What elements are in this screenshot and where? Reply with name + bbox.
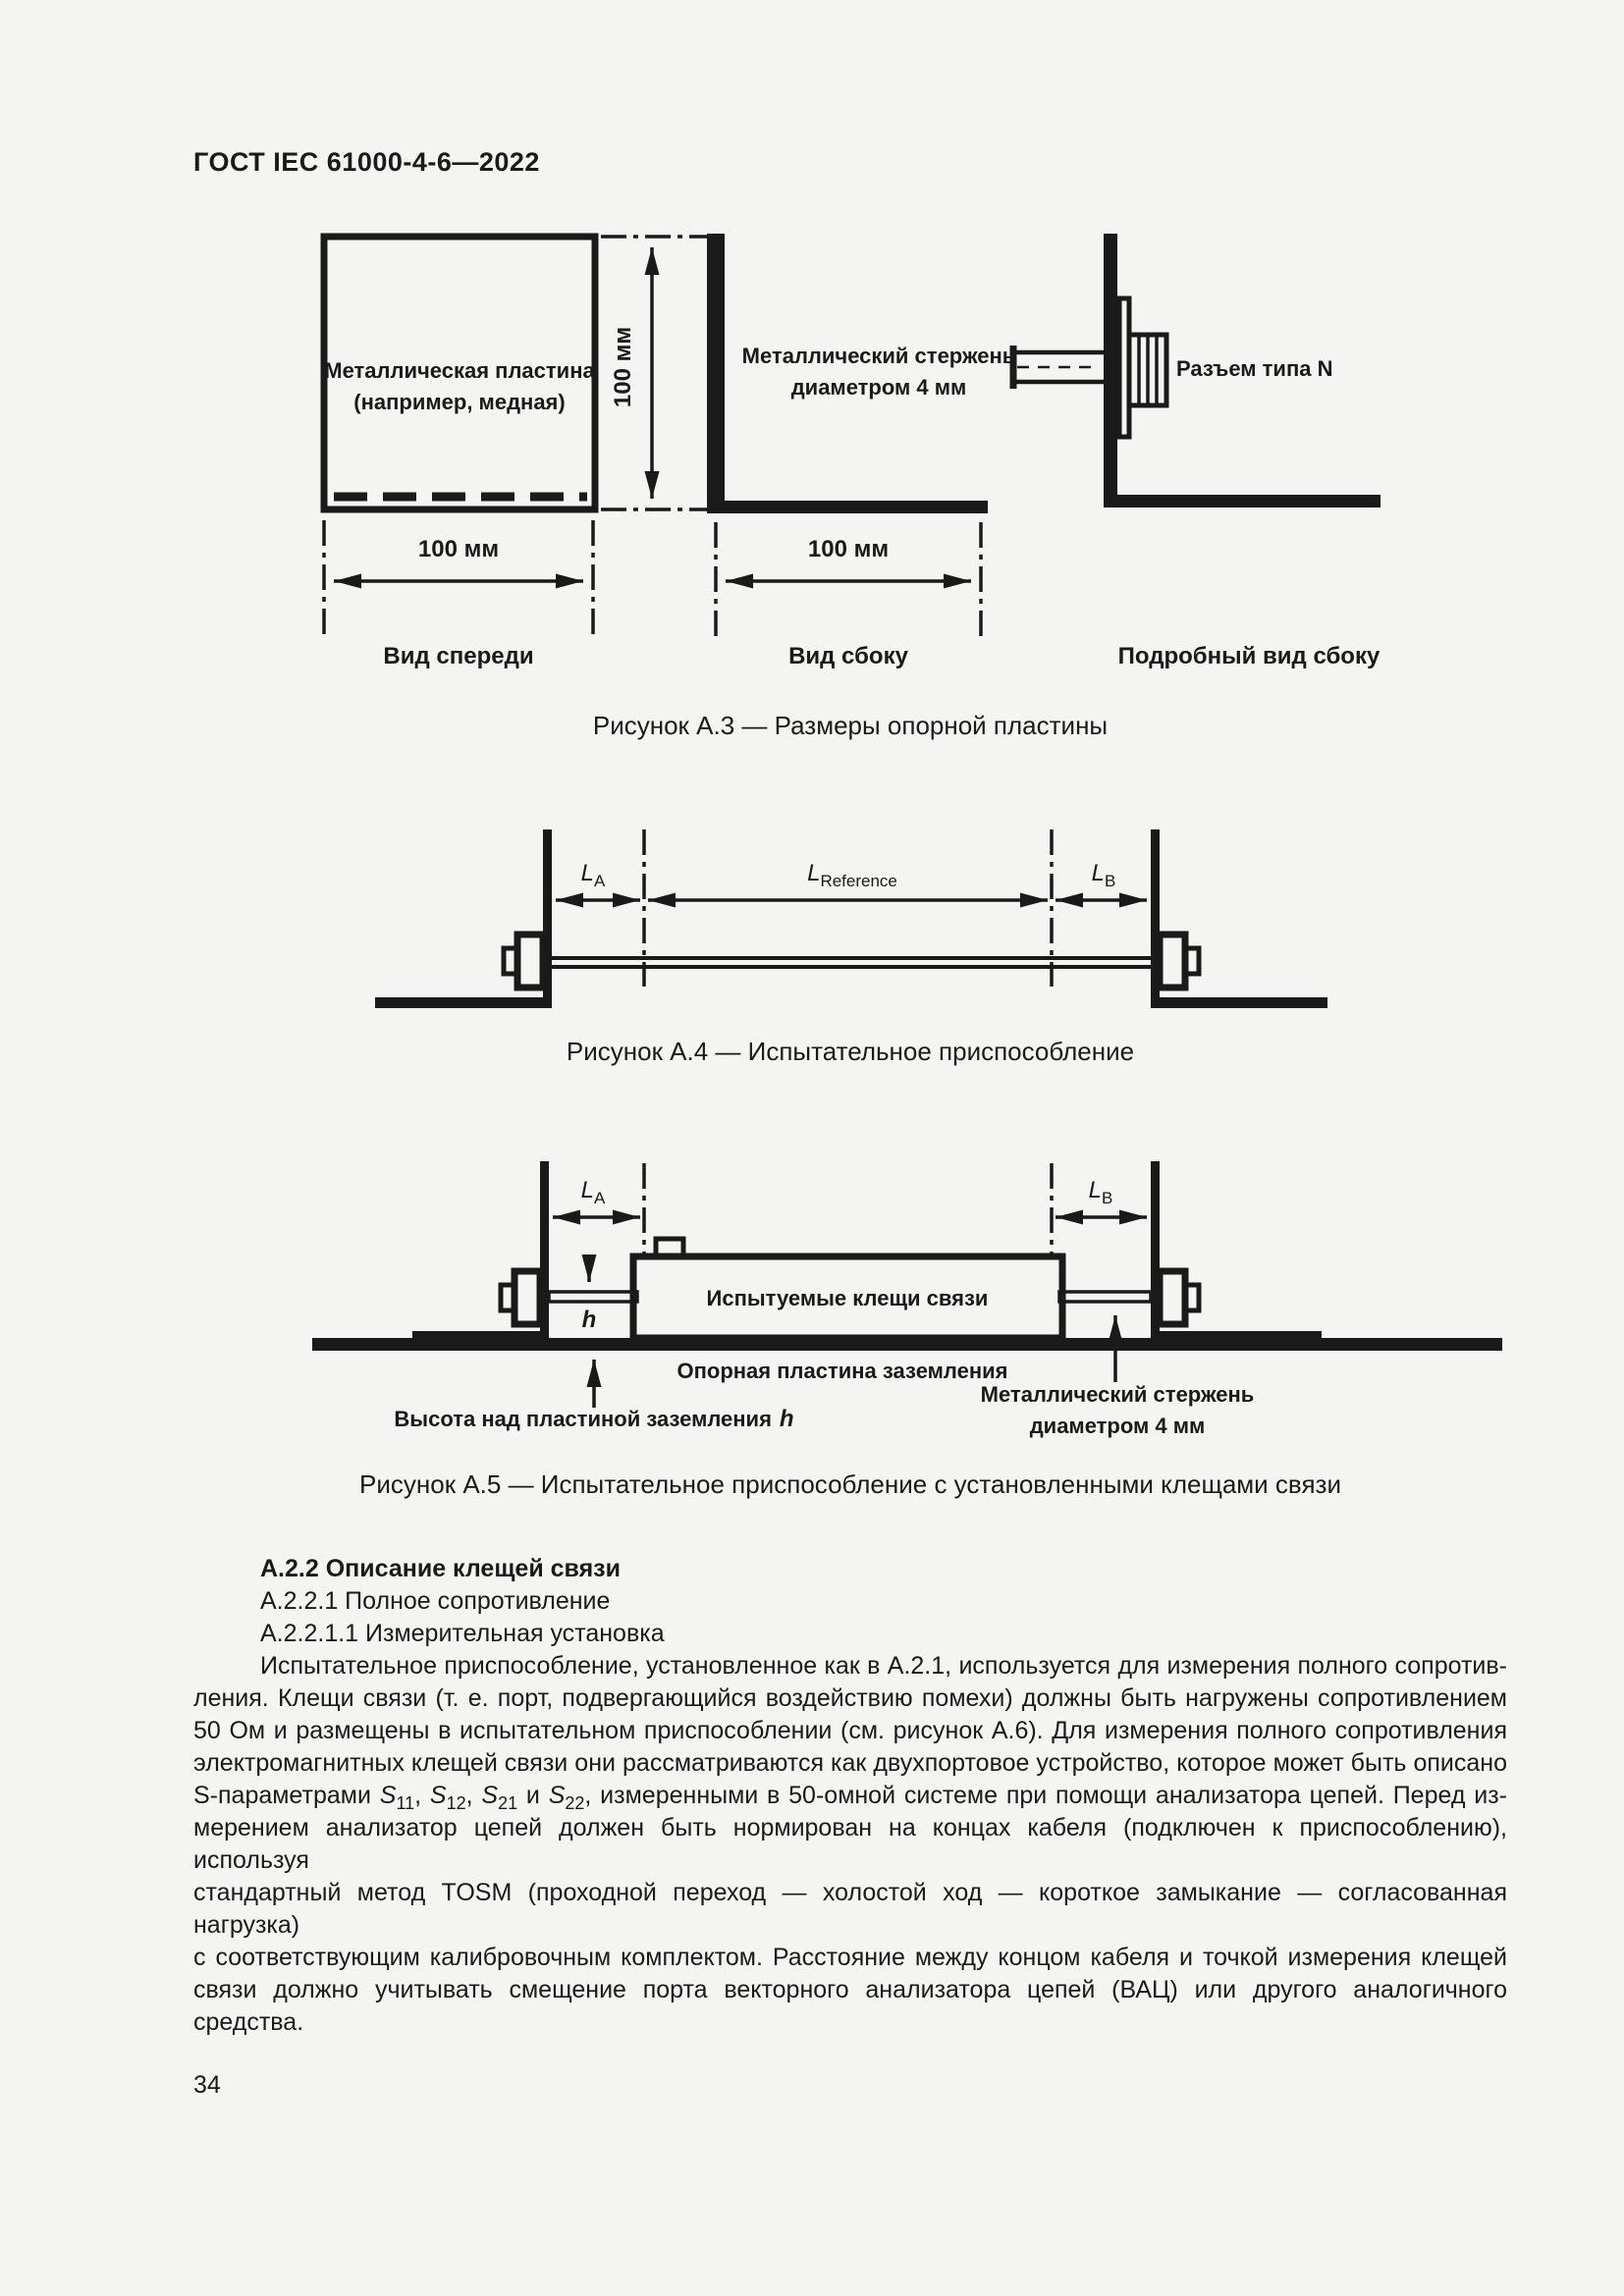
left-connector-tip <box>501 945 521 977</box>
metal-plate-label-line2: (например, медная) <box>353 390 565 414</box>
figure-a5: LA LB Испытуемые клещи связи h Опорная п… <box>312 1161 1502 1438</box>
clamp-box-notch <box>653 1236 686 1259</box>
left-plate <box>540 1161 549 1338</box>
detail-view-foot <box>1104 495 1380 507</box>
lb-dimension-label: LB <box>1092 860 1116 890</box>
detail-view-caption: Подробный вид сбоку <box>1118 643 1380 669</box>
side-view-plate <box>707 234 725 507</box>
figure-a4-caption: Рисунок А.4 — Испытательное приспособлен… <box>566 1037 1135 1066</box>
right-connector-tip <box>1181 945 1202 977</box>
paragraph-line: ления. Клещи связи (т. е. порт, подверга… <box>193 1684 1507 1712</box>
rod-label-line2: диаметром 4 мм <box>791 375 967 400</box>
rod-annotation-line2: диаметром 4 мм <box>1030 1414 1206 1438</box>
right-connector <box>1156 931 1189 991</box>
rod-label-line1: Металлический стержень <box>742 344 1016 368</box>
connector-body <box>1126 332 1169 408</box>
figure-a4: LA LReference LB <box>375 829 1327 1008</box>
right-foot <box>1151 997 1327 1008</box>
left-foot <box>375 997 552 1008</box>
section-subheading-2: А.2.2.1.1 Измерительная установка <box>260 1620 665 1647</box>
connector-type-label: Разъем типа N <box>1176 356 1332 381</box>
right-rod <box>1057 1290 1153 1304</box>
page-header: ГОСТ IEC 61000-4-6—2022 <box>193 147 540 177</box>
front-view-caption: Вид спереди <box>383 643 533 669</box>
left-plate <box>543 829 552 1008</box>
right-plate <box>1151 1161 1160 1338</box>
detail-view-plate <box>1104 234 1117 499</box>
paragraph-line: мерением анализатор цепей должен быть но… <box>193 1814 1507 1874</box>
paragraph-line: Испытательное приспособление, установлен… <box>260 1652 1507 1680</box>
side-width-dimension-label: 100 мм <box>808 536 889 562</box>
section-subheading-1: А.2.2.1 Полное сопротивление <box>260 1587 611 1615</box>
left-connector <box>511 1267 544 1328</box>
paragraph-line: стандартный метод TOSM (проходной перехо… <box>193 1879 1507 1939</box>
right-connector-tip <box>1181 1282 1202 1313</box>
left-connector <box>514 931 547 991</box>
right-foot <box>1160 1331 1322 1338</box>
body-paragraph: Испытательное приспособление, установлен… <box>193 1650 1507 2039</box>
paragraph-line: связи должно учитывать смещение порта ве… <box>193 1976 1507 2036</box>
figure-a3: Металлическая пластина (например, медная… <box>320 233 1380 669</box>
lb-dimension-label: LB <box>1089 1177 1113 1207</box>
section-a22: А.2.2 Описание клещей связи А.2.2.1 Полн… <box>193 1553 1507 2039</box>
paragraph-line: электромагнитных клещей связи они рассма… <box>193 1749 1507 1777</box>
side-view-foot <box>707 501 988 513</box>
h-label: h <box>582 1307 597 1333</box>
figure-a3-caption: Рисунок А.3 — Размеры опорной пластины <box>592 711 1109 740</box>
left-connector-tip <box>498 1282 518 1313</box>
left-foot <box>412 1331 541 1338</box>
clamp-box <box>629 1253 1066 1342</box>
rod-annotation-line1: Металлический стержень <box>981 1382 1255 1407</box>
left-rod <box>547 1290 639 1304</box>
section-heading: А.2.2 Описание клещей связи <box>260 1555 621 1582</box>
clamp-box-label: Испытуемые клещи связи <box>707 1286 989 1310</box>
metal-plate-label-line1: Металлическая пластина <box>324 358 595 383</box>
ground-plate-label: Опорная пластина заземления <box>677 1359 1007 1383</box>
height-dimension-label: 100 мм <box>610 327 636 407</box>
la-dimension-label: LA <box>581 860 606 890</box>
metal-plate-outline <box>320 233 599 513</box>
page-number: 34 <box>193 2071 221 2099</box>
side-view-caption: Вид сбоку <box>788 643 909 669</box>
ground-plate <box>312 1338 1502 1351</box>
figure-a5-caption: Рисунок А.5 — Испытательное приспособлен… <box>359 1469 1341 1499</box>
paragraph-line: 50 Ом и размещены в испытательном приспо… <box>193 1717 1507 1744</box>
paragraph-line: S-параметрами S11, S12, S21 и S22, измер… <box>193 1782 1507 1813</box>
la-dimension-label: LA <box>581 1177 606 1207</box>
width-dimension-label: 100 мм <box>418 536 499 562</box>
paragraph-line: с соответствующим калибровочным комплект… <box>193 1944 1507 1971</box>
lref-dimension-label: LReference <box>807 860 897 890</box>
right-plate <box>1151 829 1160 1008</box>
right-connector <box>1156 1267 1189 1328</box>
